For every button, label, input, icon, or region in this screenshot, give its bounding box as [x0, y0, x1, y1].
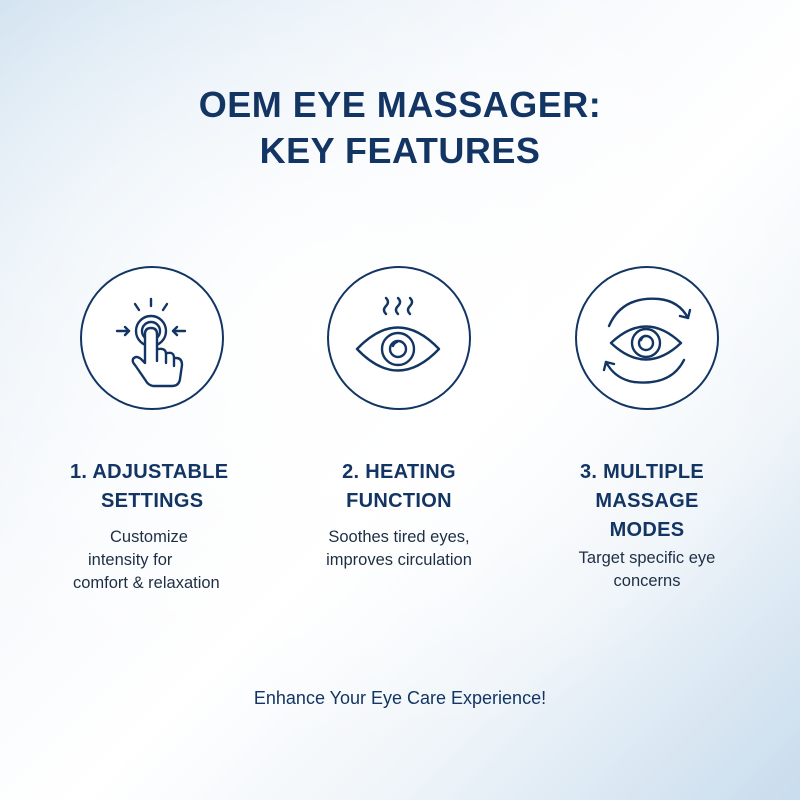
feature-heading-3: 3. MULTIPLE MASSAGE MODES: [527, 458, 767, 545]
feature-heading-3-line-3: MODES: [609, 519, 685, 541]
feature-heading-3-line-2: MASSAGE: [595, 490, 699, 512]
feature-heading-1-line-1: 1. ADJUSTABLE: [70, 461, 229, 483]
eye-rotation-icon: [602, 297, 692, 384]
feature-description-2-line-1: Soothes tired eyes,: [328, 528, 470, 546]
feature-heading-3-line-1: 3. MULTIPLE: [579, 461, 705, 483]
feature-heading-2-line-2: FUNCTION: [346, 490, 452, 512]
feature-icon-circle-1: [80, 266, 224, 410]
feature-heading-2: 2. HEATING FUNCTION: [279, 458, 519, 516]
feature-icon-circle-3: [575, 266, 719, 410]
footer-tagline: Enhance Your Eye Care Experience!: [253, 688, 547, 708]
feature-description-3-line-2: concerns: [613, 572, 681, 590]
title-line-1: OEM EYE MASSAGER:: [198, 84, 602, 125]
feature-description-3-line-1: Target specific eye: [578, 549, 716, 567]
touch-adjust-icon: [115, 297, 187, 388]
heated-eye-icon: [355, 296, 441, 372]
feature-heading-1: 1. ADJUSTABLE SETTINGS: [70, 458, 310, 516]
feature-description-2-line-2: improves circulation: [326, 551, 472, 569]
feature-heading-2-line-1: 2. HEATING: [342, 461, 456, 483]
feature-icon-circle-2: [327, 266, 471, 410]
title-line-2: KEY FEATURES: [259, 130, 541, 171]
feature-heading-1-line-2: SETTINGS: [101, 490, 204, 512]
page-title: OEM EYE MASSAGER: KEY FEATURES: [0, 82, 800, 174]
feature-description-1-line-3: comfort & relaxation: [73, 574, 220, 592]
feature-description-1-line-1: Customize: [110, 528, 188, 546]
feature-description-1-line-2: intensity for: [88, 551, 173, 569]
